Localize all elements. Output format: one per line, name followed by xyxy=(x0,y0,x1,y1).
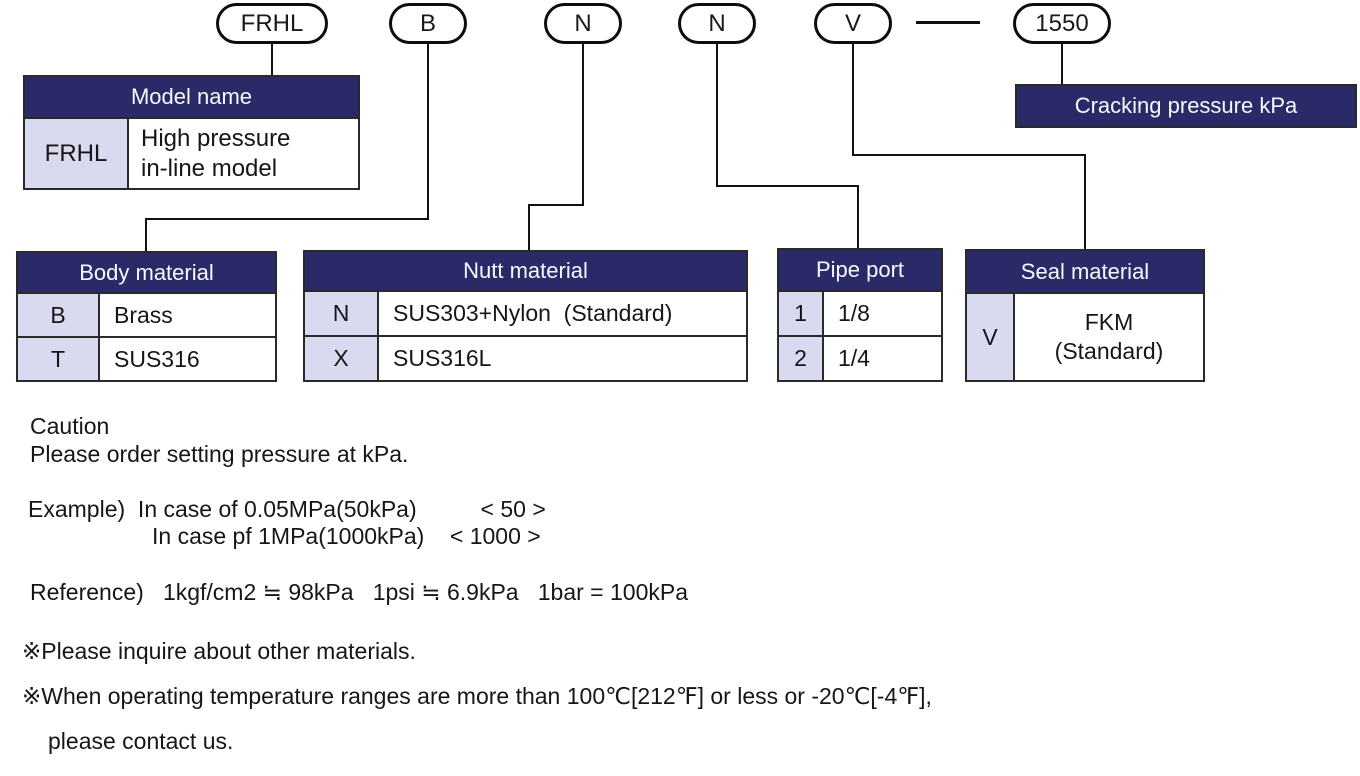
table-row: B Brass xyxy=(18,294,275,338)
body-material-table-header: Body material xyxy=(18,253,275,294)
connector-line xyxy=(852,154,1086,156)
connector-line xyxy=(427,44,429,220)
example-line2: In case pf 1MPa(1000kPa) < 1000 > xyxy=(152,523,541,549)
table-row: X SUS316L xyxy=(305,337,746,380)
table-row: 2 1/4 xyxy=(779,337,941,380)
code-cell: 2 xyxy=(779,337,824,380)
model-description-line1: High pressure xyxy=(141,124,291,152)
value-cell: 1/4 xyxy=(824,337,941,380)
connector-line xyxy=(716,185,859,187)
value-cell: SUS316L xyxy=(379,337,746,380)
pipe-port-table: Pipe port 1 1/8 2 1/4 xyxy=(777,248,943,382)
value-cell: SUS316 xyxy=(100,338,275,380)
reference-line: Reference) 1kgf/cm2 ≒ 98kPa 1psi ≒ 6.9kP… xyxy=(30,579,689,605)
connector-line xyxy=(1061,44,1063,85)
code-cell: V xyxy=(967,294,1015,380)
connector-line xyxy=(1084,154,1086,250)
pill-model-code: FRHL xyxy=(216,3,328,44)
connector-line xyxy=(145,218,147,252)
model-name-table-header: Model name xyxy=(25,77,358,119)
table-row: FRHL High pressure in-line model xyxy=(25,119,358,188)
caution-title: Caution xyxy=(30,413,110,439)
pill-cracking-pressure-code: 1550 xyxy=(1013,3,1111,44)
value-cell: FKM (Standard) xyxy=(1015,294,1203,380)
value-cell: SUS303+Nylon (Standard) xyxy=(379,292,746,335)
cracking-pressure-banner: Cracking pressure kPa xyxy=(1015,84,1357,128)
seal-material-table-header: Seal material xyxy=(967,251,1203,294)
seal-value-line2: (Standard) xyxy=(1054,338,1164,364)
example-line1: Example) In case of 0.05MPa(50kPa) < 50 … xyxy=(28,496,546,522)
code-cell: 1 xyxy=(779,292,824,335)
nutt-material-table: Nutt material N SUS303+Nylon (Standard) … xyxy=(303,250,748,382)
connector-line xyxy=(145,218,429,220)
dash-separator xyxy=(916,21,980,24)
code-cell: X xyxy=(305,337,379,380)
seal-value-line1: FKM xyxy=(1084,309,1134,336)
table-row: T SUS316 xyxy=(18,338,275,380)
value-cell: Brass xyxy=(100,294,275,336)
connector-line xyxy=(528,204,584,206)
model-description-line2: in-line model xyxy=(141,154,278,182)
model-description-cell: High pressure in-line model xyxy=(129,119,358,188)
note-other-materials: ※Please inquire about other materials. xyxy=(22,638,416,664)
model-name-table: Model name FRHL High pressure in-line mo… xyxy=(23,75,360,190)
nutt-material-table-header: Nutt material xyxy=(305,252,746,292)
code-cell: B xyxy=(18,294,100,336)
pill-seal-material-code: V xyxy=(814,3,892,44)
caution-body: Please order setting pressure at kPa. xyxy=(30,441,409,467)
seal-material-table: Seal material V FKM (Standard) xyxy=(965,249,1205,382)
table-row: N SUS303+Nylon (Standard) xyxy=(305,292,746,337)
connector-line xyxy=(716,44,718,187)
pipe-port-table-header: Pipe port xyxy=(779,250,941,292)
note-contact-us: please contact us. xyxy=(48,728,234,754)
model-code-cell: FRHL xyxy=(25,119,129,188)
connector-line xyxy=(528,204,530,251)
code-cell: T xyxy=(18,338,100,380)
connector-line xyxy=(271,44,273,75)
pill-body-material-code: B xyxy=(389,3,467,44)
connector-line xyxy=(857,185,859,249)
table-row: V FKM (Standard) xyxy=(967,294,1203,380)
note-temperature-range: ※When operating temperature ranges are m… xyxy=(22,683,932,709)
body-material-table: Body material B Brass T SUS316 xyxy=(16,251,277,382)
code-cell: N xyxy=(305,292,379,335)
pill-nutt-material-code: N xyxy=(544,3,622,44)
table-row: 1 1/8 xyxy=(779,292,941,337)
pill-pipe-port-code: N xyxy=(678,3,756,44)
connector-line xyxy=(852,44,854,156)
connector-line xyxy=(582,44,584,206)
value-cell: 1/8 xyxy=(824,292,941,335)
